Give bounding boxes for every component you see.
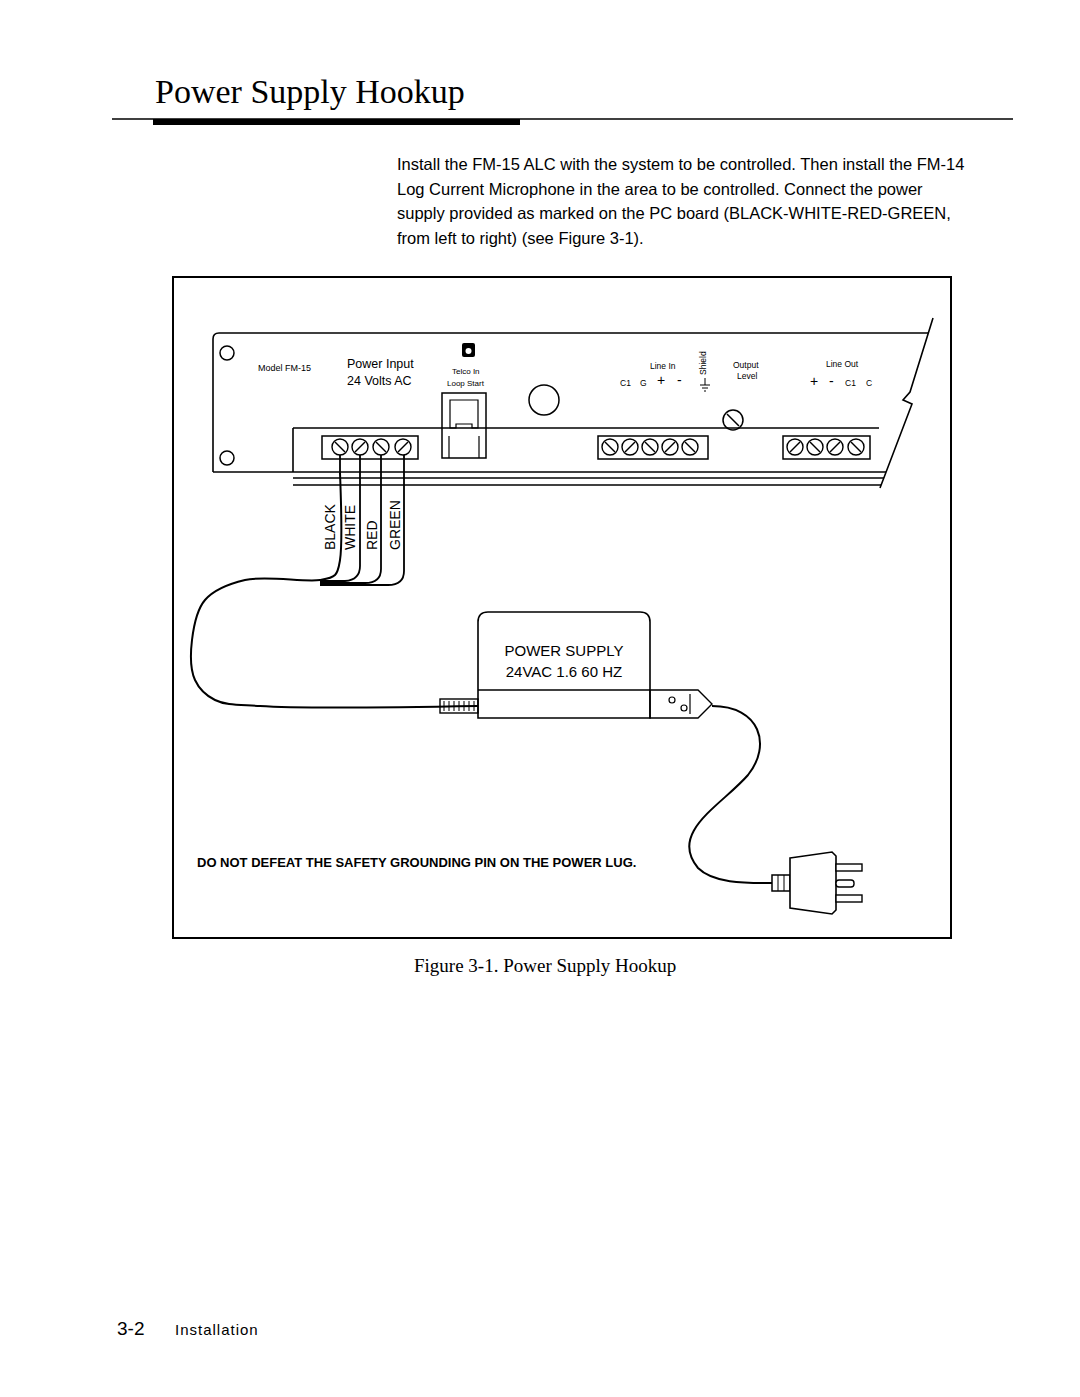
pin-name: - (829, 373, 834, 389)
pot-slot (727, 414, 739, 426)
jack-opening (450, 400, 478, 428)
black-wire (339, 455, 341, 474)
mains-plug (772, 852, 862, 914)
terminal-block (598, 436, 708, 459)
supply-detail (669, 697, 675, 703)
mounting-hole (220, 346, 234, 360)
page-number: 3-2 (117, 1318, 144, 1340)
wire-color: WHITE (344, 505, 357, 550)
safety-warning: DO NOT DEFEAT THE SAFETY GROUNDING PIN O… (197, 852, 637, 874)
jack-label: Telco In (452, 367, 480, 376)
jack-detail (478, 436, 479, 458)
supply-label: POWER SUPPLY (482, 640, 646, 661)
telco-jack (442, 393, 486, 458)
pin-name: C1 (620, 379, 631, 389)
page-title: Power Supply Hookup (155, 72, 465, 111)
device-panel: Model FM-15 (213, 333, 933, 473)
figure-frame (173, 277, 951, 938)
pin-name: C (866, 379, 872, 389)
power-supply: POWER SUPPLY24VAC 1.6 60 HZ (478, 612, 650, 718)
mains-cord (689, 706, 772, 883)
section-name: Installation (175, 1321, 259, 1338)
control-label: Level (737, 372, 757, 382)
jack-label: Loop Start (447, 379, 484, 388)
level-pot (723, 410, 743, 430)
supply-label: 24VAC 1.6 60 HZ (482, 661, 646, 682)
green-wire (320, 455, 404, 585)
pin-name: G (640, 379, 647, 389)
pin-name: C1 (845, 379, 856, 389)
phone-icon (462, 343, 475, 357)
jack-detail (448, 436, 449, 458)
mounting-hole (220, 451, 234, 465)
figure-caption: Figure 3-1. Power Supply Hookup (414, 955, 676, 977)
control-label: Output (733, 361, 759, 371)
terminal-label: Line Out (826, 360, 858, 370)
panel-hole (529, 385, 559, 415)
wire-color: GREEN (389, 500, 402, 550)
intro-paragraph: Install the FM-15 ALC with the system to… (397, 152, 972, 250)
pin-name: Shield (699, 351, 708, 375)
pin-name: + (810, 373, 818, 389)
power-cable (191, 473, 478, 707)
pin-name: - (677, 372, 682, 388)
terminal-screws (332, 439, 864, 455)
panel-outline (213, 333, 933, 473)
red-wire (320, 455, 381, 583)
pin-name: + (657, 372, 665, 388)
terminal-label: Power Input (347, 357, 414, 371)
wire-color: RED (366, 520, 379, 550)
supply-end (650, 690, 712, 718)
ground-symbol (700, 378, 710, 391)
terminal-label: 24 Volts AC (347, 374, 412, 388)
terminal-block (783, 436, 870, 459)
header-bar (153, 119, 520, 125)
supply-detail (681, 705, 687, 711)
wire-color: BLACK (324, 504, 337, 550)
supply-detail (689, 694, 690, 714)
terminal-label: Line In (650, 362, 676, 372)
